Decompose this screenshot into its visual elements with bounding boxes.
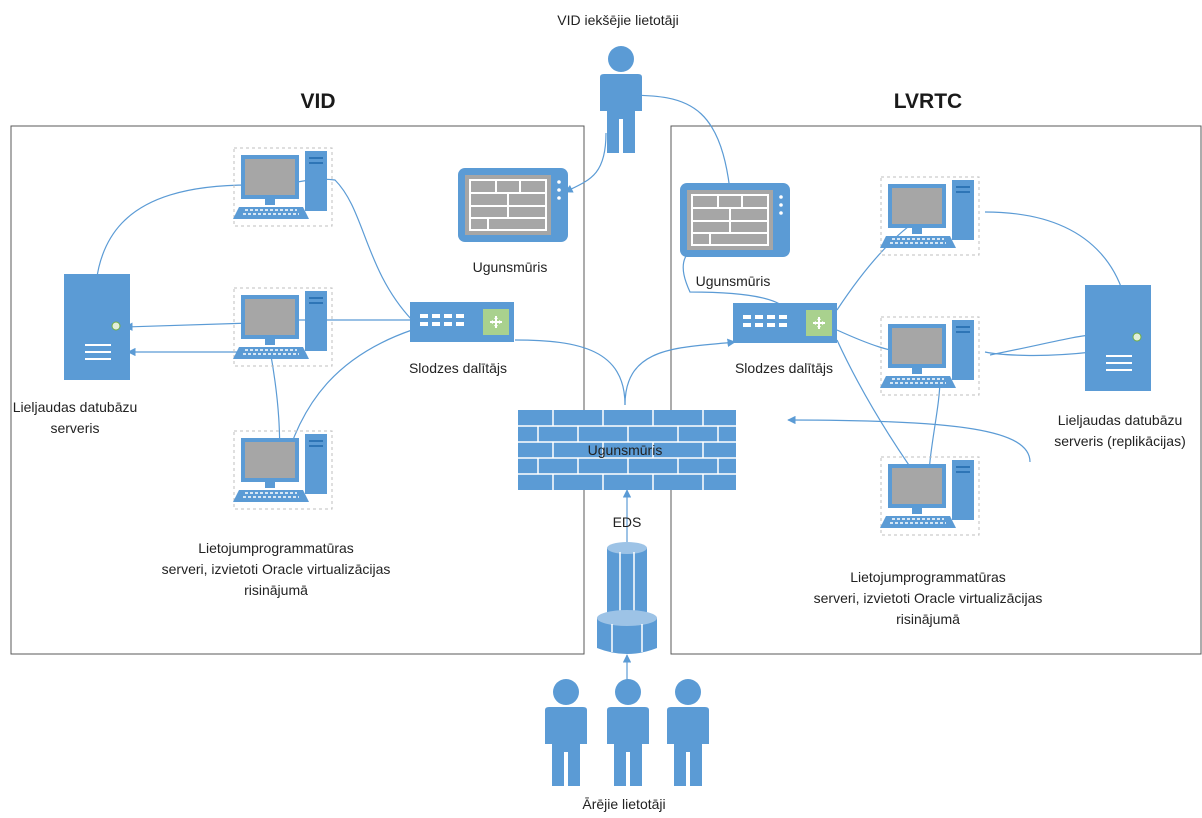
internal-users-label: VID iekšējie lietotāji	[557, 12, 678, 28]
eds-label: EDS	[613, 514, 642, 530]
vid-app-server-2-icon	[233, 287, 333, 367]
vid-firewall-tablet-icon	[458, 168, 568, 242]
lvrtc-app-servers-label-line-2: serveri, izvietoti Oracle virtualizācija…	[814, 590, 1043, 606]
vid-db-server-label-line-1: Lieljaudas datubāzu	[13, 399, 138, 415]
central-firewall-label: Ugunsmūris	[588, 442, 663, 458]
vid-zone-title: VID	[300, 90, 335, 113]
lvrtc-app-servers-label-line-1: Lietojumprogrammatūras	[850, 569, 1006, 585]
external-user-1-icon	[545, 679, 587, 786]
lvrtc-app-server-1-icon	[880, 176, 980, 256]
vid-app-server-3-icon	[233, 430, 333, 510]
eds-storage-icon	[597, 542, 657, 654]
vid-app-servers-label-line-3: risinājumā	[244, 582, 308, 598]
lvrtc-app-server-2-icon	[880, 316, 980, 396]
lvrtc-zone-title: LVRTC	[894, 90, 962, 113]
lvrtc-db-server-label-line-2: serveris (replikācijas)	[1054, 433, 1185, 449]
vid-zone-frame	[10, 125, 585, 655]
central-firewall-icon	[518, 410, 736, 490]
external-users-label: Ārējie lietotāji	[582, 796, 665, 812]
vid-app-server-1-icon	[233, 147, 333, 227]
lvrtc-db-server-icon	[1085, 285, 1151, 391]
lvrtc-app-servers-label-line-3: risinājumā	[896, 611, 960, 627]
lvrtc-firewall-tablet-icon	[680, 183, 790, 257]
vid-load-balancer-icon	[410, 302, 514, 342]
vid-firewall-label: Ugunsmūris	[473, 259, 548, 275]
vid-db-server-label-line-2: serveris	[50, 420, 99, 436]
external-user-3-icon	[667, 679, 709, 786]
vid-app-servers-label-line-2: serveri, izvietoti Oracle virtualizācija…	[162, 561, 391, 577]
lvrtc-firewall-label: Ugunsmūris	[696, 273, 771, 289]
lvrtc-app-server-3-icon	[880, 456, 980, 536]
lvrtc-zone-frame	[670, 125, 1202, 655]
vid-app-servers-label-line-1: Lietojumprogrammatūras	[198, 540, 354, 556]
vid-load-balancer-label: Slodzes dalītājs	[409, 360, 507, 376]
lvrtc-load-balancer-label: Slodzes dalītājs	[735, 360, 833, 376]
vid-db-server-icon	[64, 274, 130, 380]
lvrtc-db-server-label-line-1: Lieljaudas datubāzu	[1058, 412, 1183, 428]
external-user-2-icon	[607, 679, 649, 786]
lvrtc-load-balancer-icon	[733, 303, 837, 343]
